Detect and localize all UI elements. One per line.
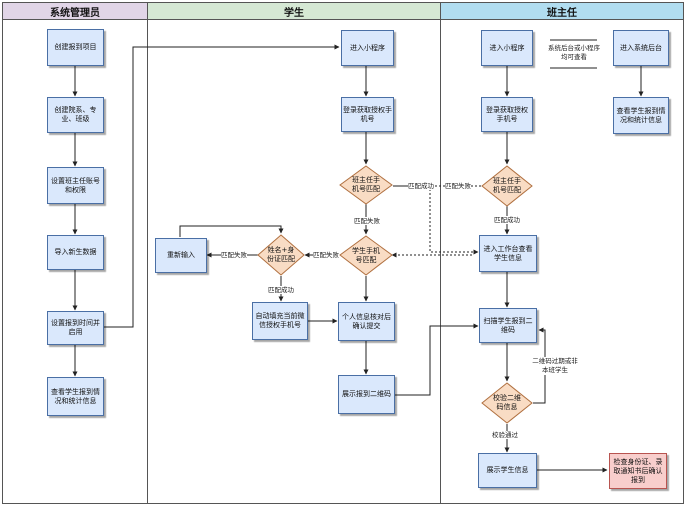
scan-qr-box: 扫描学生报到二维码 [479, 308, 537, 343]
teacher-view-stats-box: 查看学生报到情况和统计信息 [613, 97, 669, 134]
enter-backend-box: 进入系统后台 [613, 30, 669, 66]
set-time-box: 设置报到时间并启用 [47, 311, 104, 345]
set-teacher-box: 设置班主任账号和权限 [47, 167, 104, 204]
teacher-phone-match-label: 班主任手机号匹配 [352, 176, 380, 193]
teacher-phone-match-diamond: 班主任手机号匹配 [339, 165, 393, 205]
edge-label-qr-expired: 二维码过期或非本班学生 [531, 357, 579, 375]
student-phone-match-diamond: 学生手机号匹配 [339, 235, 393, 276]
teacher-enter-mini-box: 进入小程序 [481, 30, 533, 66]
edge-label-match-success-1: 匹配成功 [408, 182, 434, 190]
confirm-info-box: 个人信息核对后确认提交 [338, 302, 395, 341]
check-id-box: 检查身份证、录取通知书后确认报到 [609, 453, 667, 489]
edge-label-match-fail-1: 匹配失败 [354, 217, 380, 225]
edge-label-match-fail-2: 匹配失败 [445, 182, 471, 190]
teacher-view-note: 系统后台或小程序均可查看 [548, 44, 600, 61]
edge-label-match-fail-3: 匹配失败 [313, 251, 339, 259]
name-id-match-diamond: 姓名+身份证匹配 [257, 234, 305, 276]
lane-teacher [440, 20, 684, 504]
import-students-box: 导入新生数据 [47, 235, 104, 270]
show-student-box: 展示学生信息 [478, 453, 537, 488]
admin-view-stats-box: 查看学生报到情况和统计信息 [47, 377, 104, 416]
student-phone-match-label: 学生手机号匹配 [352, 246, 380, 264]
student-get-phone-box: 登录获取授权手机号 [341, 97, 394, 132]
teacher-get-phone-box: 登录获取授权手机号 [481, 97, 533, 132]
verify-qr-label: 校验二维码信息 [493, 394, 521, 411]
create-dept-box: 创建院系、专业、班级 [47, 97, 104, 133]
teacher-phone-match-label-2: 班主任手机号匹配 [493, 177, 521, 194]
edge-label-match-success-2: 匹配成功 [268, 286, 294, 294]
teacher-phone-match-diamond-2: 班主任手机号匹配 [481, 165, 533, 207]
enter-workbench-box: 进入工作台查看学生信息 [479, 235, 537, 272]
reenter-box: 重新输入 [155, 238, 207, 273]
edge-label-match-fail-4: 匹配失败 [221, 251, 247, 259]
name-id-match-label: 姓名+身份证匹配 [267, 246, 295, 263]
verify-qr-diamond: 校验二维码信息 [481, 382, 533, 424]
autofill-phone-box: 自动填充当前微信授权手机号 [252, 302, 308, 340]
show-qr-box: 展示报到二维码 [338, 375, 395, 414]
lane-header-teacher: 班主任 [440, 2, 684, 20]
student-enter-mini-box: 进入小程序 [341, 30, 394, 66]
edge-label-match-success-3: 匹配成功 [494, 216, 520, 224]
edge-label-verify-pass: 校验通过 [492, 431, 518, 439]
create-project-box: 创建报到项目 [47, 29, 104, 66]
